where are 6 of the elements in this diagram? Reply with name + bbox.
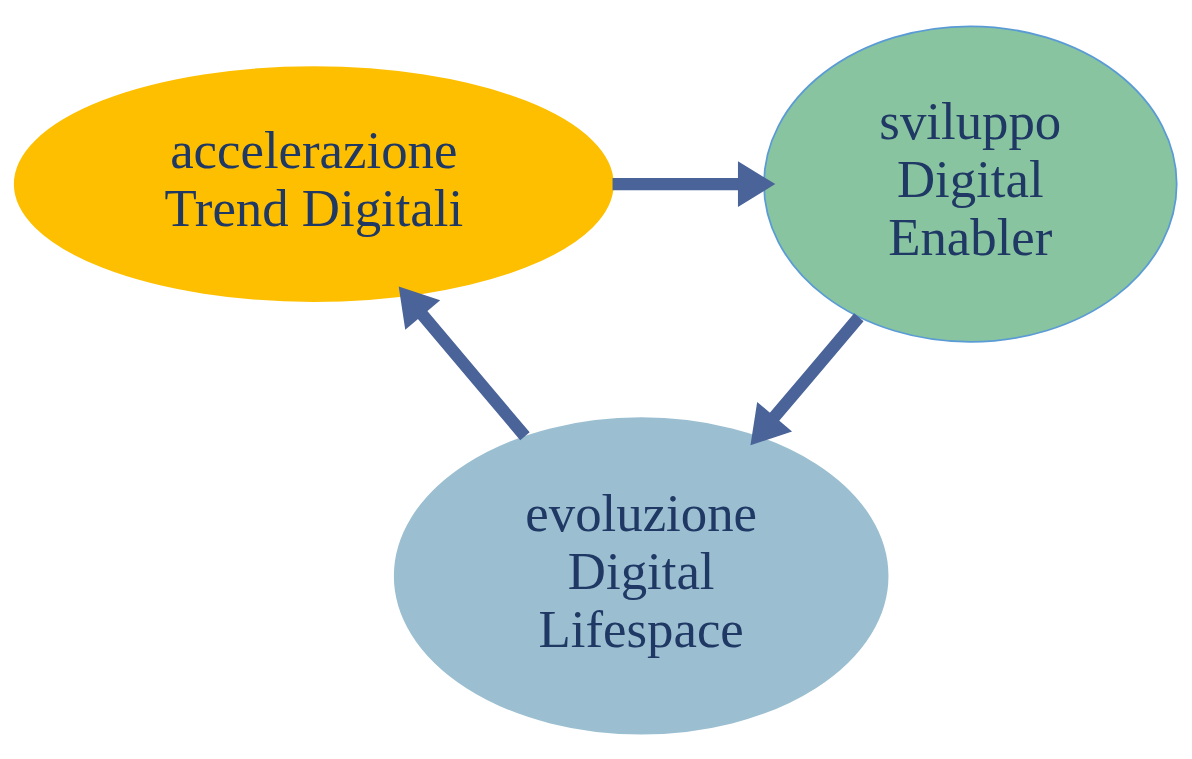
arrow — [612, 160, 776, 207]
arrow — [398, 286, 530, 440]
node-ellipse: evoluzione Digital Lifespace — [393, 416, 889, 734]
node-ellipse: accelerazione Trend Digitali — [13, 65, 614, 302]
arrow — [750, 312, 864, 445]
node-ellipse: sviluppo Digital Enabler — [763, 25, 1178, 343]
